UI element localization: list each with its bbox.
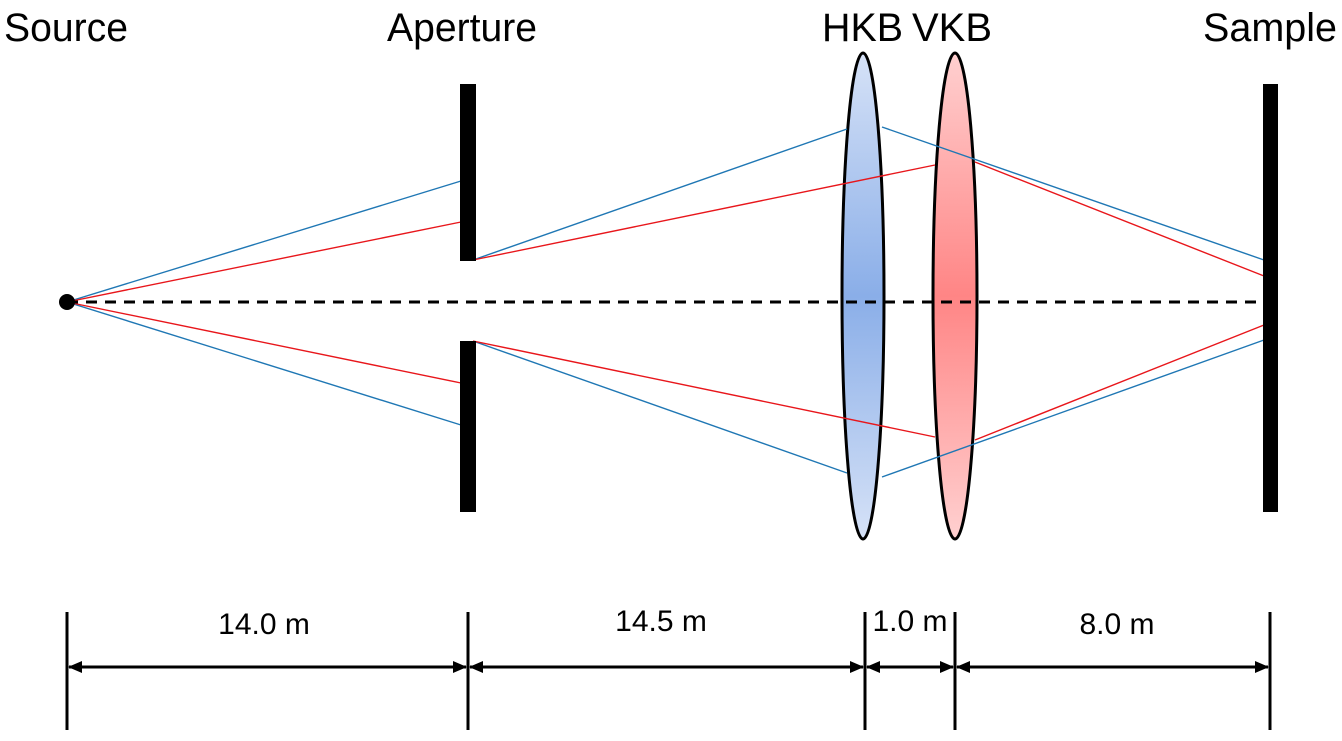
vkb-label: VKB <box>912 6 992 50</box>
sample-screen <box>1263 84 1278 512</box>
vertical-rays <box>66 161 1265 441</box>
red-ray-source-to-aperture-bottom <box>66 301 462 384</box>
sample-label: Sample <box>1203 6 1337 50</box>
red-ray-aperture-to-vkb-bottom <box>472 340 936 438</box>
distance-label-aperture-hkb: 14.5 m <box>615 605 707 638</box>
red-ray-vkb-to-sample-bottom <box>974 324 1265 441</box>
blue-ray-aperture-to-hkb-bottom <box>472 340 848 474</box>
blue-ray-aperture-to-hkb-top <box>472 128 848 261</box>
source-label: Source <box>4 6 128 50</box>
dimension-ticks <box>65 612 1272 730</box>
source-point <box>59 294 75 310</box>
blue-ray-hkb-to-sample-top <box>881 126 1265 261</box>
aperture-upper-blade <box>460 84 476 261</box>
vkb-mirror <box>931 51 979 541</box>
distance-label-hkb-vkb: 1.0 m <box>872 605 947 638</box>
horizontal-rays <box>66 126 1265 478</box>
hkb-mirror <box>840 51 886 541</box>
aperture-lower-blade <box>460 341 476 512</box>
aperture-label: Aperture <box>387 6 537 50</box>
hkb-label: HKB <box>822 6 903 50</box>
distance-label-vkb-sample: 8.0 m <box>1079 608 1154 641</box>
red-ray-vkb-to-sample-top <box>974 161 1265 277</box>
red-ray-source-to-aperture-top <box>66 221 462 303</box>
blue-ray-hkb-to-sample-bottom <box>881 339 1265 478</box>
blue-ray-source-to-aperture-bottom <box>66 301 462 426</box>
red-ray-aperture-to-vkb-top <box>472 164 936 261</box>
distance-label-source-aperture: 14.0 m <box>218 608 310 641</box>
blue-ray-source-to-aperture-top <box>66 180 462 303</box>
